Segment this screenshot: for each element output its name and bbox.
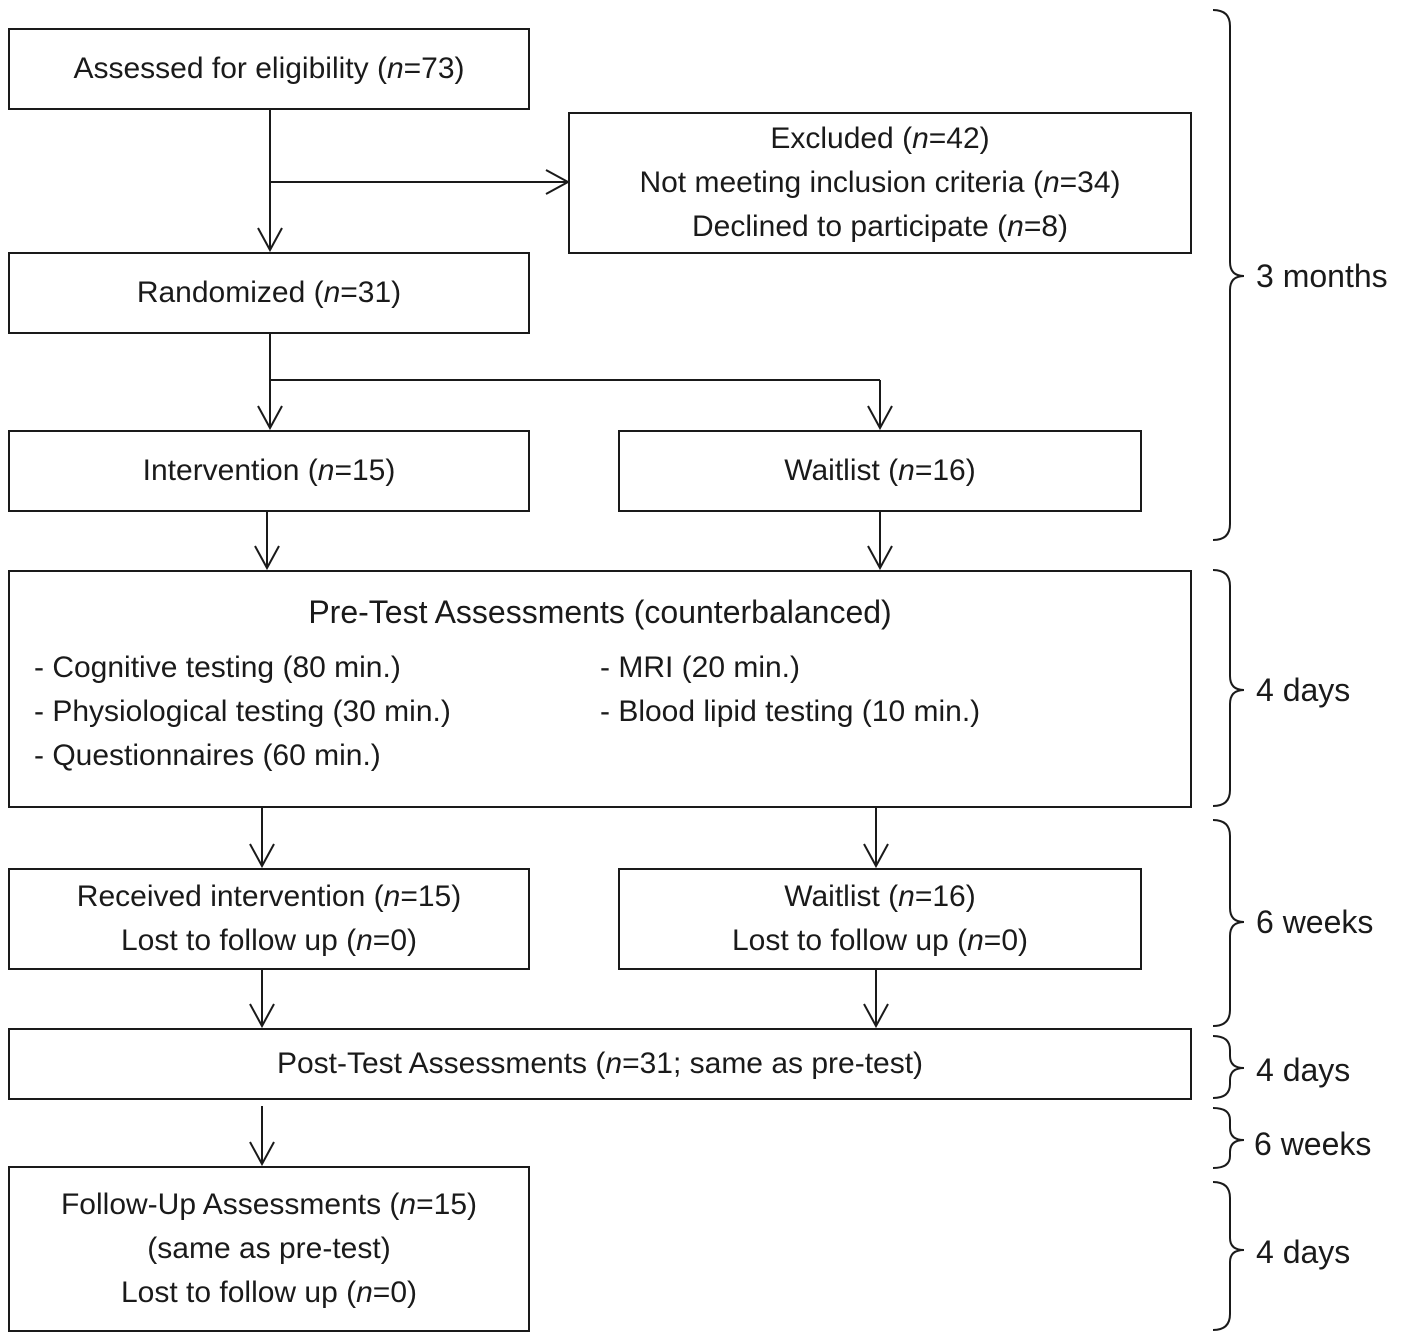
box-line: (same as pre-test) (147, 1232, 391, 1265)
waitlist-box: Waitlist (n=16) (618, 430, 1142, 512)
period-label: 4 days (1256, 672, 1351, 708)
arrowhead (254, 545, 280, 571)
box-line: Assessed for eligibility (n=73) (73, 52, 465, 85)
followup-box: Follow-Up Assessments (n=15) (same as pr… (8, 1166, 530, 1332)
arrowhead (249, 1141, 275, 1167)
arrowhead (257, 405, 283, 431)
pretest-title: Pre-Test Assessments (counterbalanced) (308, 594, 892, 630)
box-line: Declined to participate (n=8) (691, 210, 1069, 243)
arrowhead (257, 227, 283, 253)
eligibility-box: Assessed for eligibility (n=73) (8, 28, 530, 110)
pretest-list-right: - MRI (20 min.) - Blood lipid testing (1… (600, 646, 980, 734)
brace-6-weeks-followup (1212, 1107, 1245, 1169)
box-line: Lost to follow up (n=0) (120, 1276, 417, 1309)
box-line: Not meeting inclusion criteria (n=34) (639, 166, 1121, 199)
box-line: Post-Test Assessments (n=31; same as pre… (276, 1047, 924, 1080)
arrowhead (863, 843, 889, 869)
arrowhead (867, 405, 893, 431)
arrowhead (249, 1003, 275, 1029)
box-line: Received intervention (n=15) (76, 880, 462, 913)
pretest-item: - Blood lipid testing (10 min.) (600, 695, 981, 728)
brace-4-days-pretest (1212, 569, 1245, 807)
waitlist-followup-box: Waitlist (n=16) Lost to follow up (n=0) (618, 868, 1142, 970)
box-line: Randomized (n=31) (136, 276, 402, 309)
pretest-item: - Questionnaires (60 min.) (34, 739, 381, 772)
brace-4-days-posttest (1212, 1035, 1245, 1099)
received-intervention-box: Received intervention (n=15) Lost to fol… (8, 868, 530, 970)
intervention-box: Intervention (n=15) (8, 430, 530, 512)
arrowhead (249, 843, 275, 869)
brace-3-months (1212, 9, 1245, 541)
brace-4-days-followup (1212, 1181, 1245, 1331)
pretest-item: - Physiological testing (30 min.) (34, 695, 451, 728)
box-line: Lost to follow up (n=0) (731, 924, 1028, 957)
box-line: Follow-Up Assessments (n=15) (60, 1188, 477, 1221)
box-line: Lost to follow up (n=0) (120, 924, 417, 957)
brace-6-weeks-intervention (1212, 819, 1245, 1027)
period-label: 6 weeks (1254, 1126, 1372, 1162)
period-label: 4 days (1256, 1052, 1351, 1088)
pretest-item: - Cognitive testing (80 min.) (34, 651, 401, 684)
box-line: Intervention (n=15) (142, 454, 396, 487)
pretest-list-left: - Cognitive testing (80 min.) - Physiolo… (34, 646, 451, 778)
period-label: 6 weeks (1256, 904, 1374, 940)
period-label: 3 months (1256, 258, 1388, 294)
excluded-box: Excluded (n=42) Not meeting inclusion cr… (568, 112, 1192, 254)
box-line: Waitlist (n=16) (784, 454, 976, 487)
posttest-box: Post-Test Assessments (n=31; same as pre… (8, 1028, 1192, 1100)
pretest-box: Pre-Test Assessments (counterbalanced) -… (8, 570, 1192, 808)
pretest-item: - MRI (20 min.) (600, 651, 801, 684)
box-line: Waitlist (n=16) (784, 880, 976, 913)
period-label: 4 days (1256, 1234, 1351, 1270)
arrowhead (863, 1003, 889, 1029)
box-line: Excluded (n=42) (770, 122, 990, 155)
randomized-box: Randomized (n=31) (8, 252, 530, 334)
arrowhead (867, 545, 893, 571)
